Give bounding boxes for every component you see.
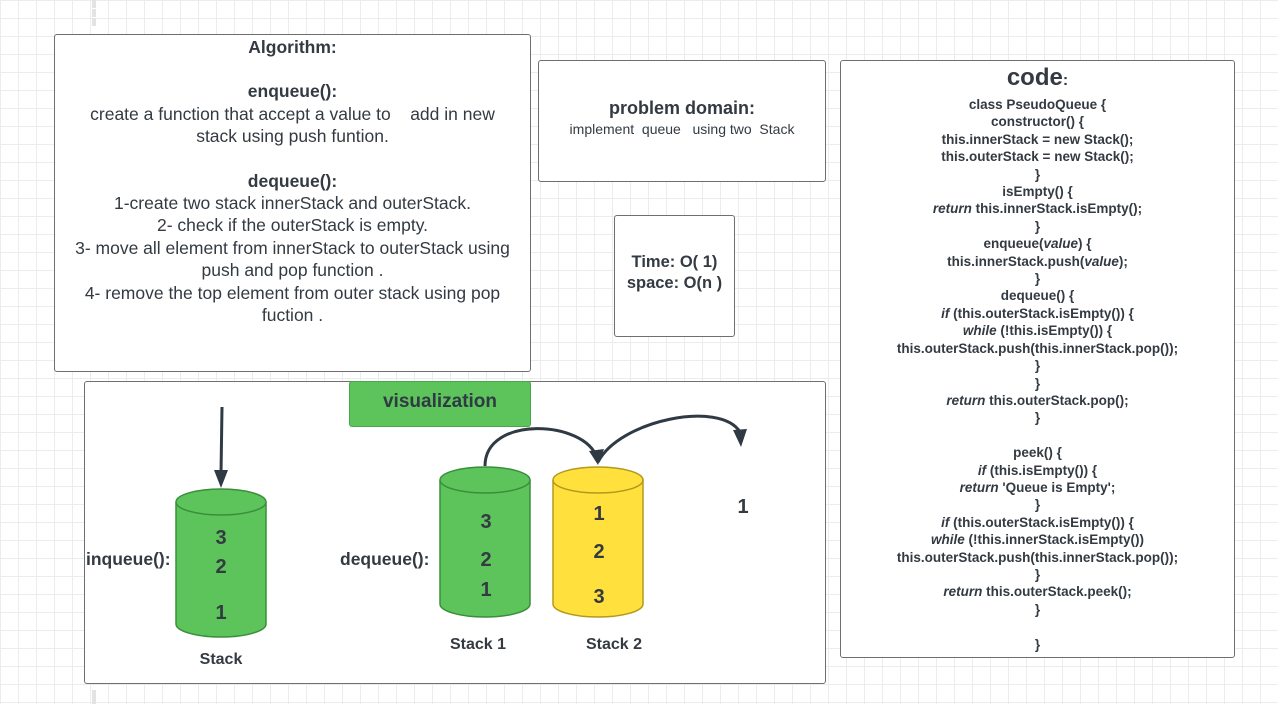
code-line: while (!this.isEmpty()) { <box>962 323 1113 339</box>
code-title-text: code <box>1006 64 1063 91</box>
code-line: } <box>1034 497 1041 513</box>
code-line: } <box>1034 601 1041 617</box>
code-line: isEmpty() { <box>1002 184 1073 200</box>
stack1-value-top: 3 <box>480 511 492 533</box>
algorithm-box: Algorithm: enqueue(): create a function … <box>54 34 531 372</box>
code-line: return 'Queue is Empty'; <box>959 479 1116 495</box>
dequeue-step-1: 1-create two stack innerStack and outerS… <box>114 193 471 214</box>
code-line: this.outerStack.push(this.innerStack.pop… <box>896 549 1179 565</box>
enqueue-heading: enqueue(): <box>247 81 338 102</box>
complexity-box: Time: O( 1) space: O(n ) <box>614 215 735 337</box>
dequeue-step-2: 2- check if the outerStack is empty. <box>156 215 429 236</box>
code-line: dequeue() { <box>1000 288 1075 304</box>
stack1-caption: Stack 1 <box>449 636 507 653</box>
stack2-cylinder <box>552 466 644 618</box>
code-lines: class PseudoQueue {constructor() {this.i… <box>841 96 1234 653</box>
inqueue-label: inqueue(): <box>86 549 171 569</box>
dequeue-heading: dequeue(): <box>247 170 338 191</box>
dequeue-step-3: 3- move all element from innerStack to o… <box>75 237 510 258</box>
code-line: } <box>1034 375 1041 391</box>
code-line: } <box>1034 271 1041 287</box>
code-line: return this.outerStack.pop(); <box>946 392 1129 408</box>
code-line: if (this.outerStack.isEmpty()) { <box>941 305 1134 321</box>
stack-value-bottom: 1 <box>215 602 227 624</box>
code-line: if (this.outerStack.isEmpty()) { <box>941 514 1134 530</box>
enqueue-arrow <box>219 406 224 475</box>
stack2-caption: Stack 2 <box>585 636 643 653</box>
algorithm-title: Algorithm: <box>248 37 337 57</box>
dashed-guide-bottom <box>92 690 96 704</box>
code-line: this.outerStack.push(this.innerStack.pop… <box>896 340 1179 356</box>
transfer-arrow-head <box>589 449 604 465</box>
code-title-colon: : <box>1062 72 1069 89</box>
stack2-value-top: 1 <box>593 503 605 525</box>
stack2-value-bottom: 3 <box>593 586 605 608</box>
visualization-button[interactable]: visualization <box>349 381 531 427</box>
stack1-value-bottom: 1 <box>480 579 492 601</box>
stack-value-middle: 2 <box>215 556 227 578</box>
code-line: while (!this.innerStack.isEmpty()) <box>930 532 1145 548</box>
dequeue-step-4: 4- remove the top element from outer sta… <box>84 282 501 303</box>
code-box: code: class PseudoQueue { constructor() {… <box>840 60 1235 658</box>
dequeued-value: 1 <box>737 496 749 518</box>
problem-domain-title: problem domain: <box>608 98 755 118</box>
code-line: this.innerStack.push(value); <box>947 253 1128 269</box>
output-arrow <box>596 414 742 463</box>
code-line: this.outerStack = new Stack(); <box>941 149 1134 165</box>
stack1-value-middle: 2 <box>480 549 492 571</box>
code-title: code: <box>841 63 1234 96</box>
code-line: } <box>1034 410 1041 426</box>
stack-value-top: 3 <box>215 527 227 549</box>
space-complexity: space: O(n ) <box>626 273 723 292</box>
code-line: } <box>1034 218 1041 234</box>
code-line: } <box>1034 636 1041 652</box>
problem-domain-box: problem domain: implement queue using tw… <box>538 60 826 182</box>
dequeue-step-4-cont: fuction . <box>261 305 324 326</box>
output-arrow-head <box>733 429 747 447</box>
code-line: return this.innerStack.isEmpty(); <box>932 201 1143 217</box>
code-line: constructor() { <box>990 114 1084 130</box>
code-line: peek() { <box>1013 445 1062 461</box>
stack-cylinder <box>175 488 267 638</box>
code-line: if (this.isEmpty()) { <box>977 462 1098 478</box>
enqueue-arrow-head <box>214 470 228 488</box>
code-line: return this.outerStack.peek(); <box>943 584 1132 600</box>
enqueue-line-1: create a function that accept a value to… <box>90 103 495 124</box>
time-complexity: Time: O( 1) <box>631 253 718 271</box>
transfer-arrow <box>483 427 599 467</box>
code-line: this.innerStack = new Stack(); <box>941 131 1134 147</box>
code-line: enqueue(value) { <box>983 236 1092 252</box>
stack1-cylinder <box>439 466 531 618</box>
enqueue-line-2: stack using push funtion. <box>196 126 389 147</box>
dashed-guide-top <box>92 0 96 26</box>
stack-caption: Stack <box>199 651 243 668</box>
problem-domain-description: implement queue using two Stack <box>569 121 795 137</box>
stack2-value-middle: 2 <box>593 541 605 563</box>
code-line: } <box>1034 566 1041 582</box>
dequeue-label: dequeue(): <box>340 549 430 569</box>
code-line: } <box>1034 358 1041 374</box>
code-line: } <box>1034 166 1041 182</box>
dequeue-step-3-cont: push and pop function . <box>201 260 384 281</box>
code-line: class PseudoQueue { <box>968 97 1107 112</box>
